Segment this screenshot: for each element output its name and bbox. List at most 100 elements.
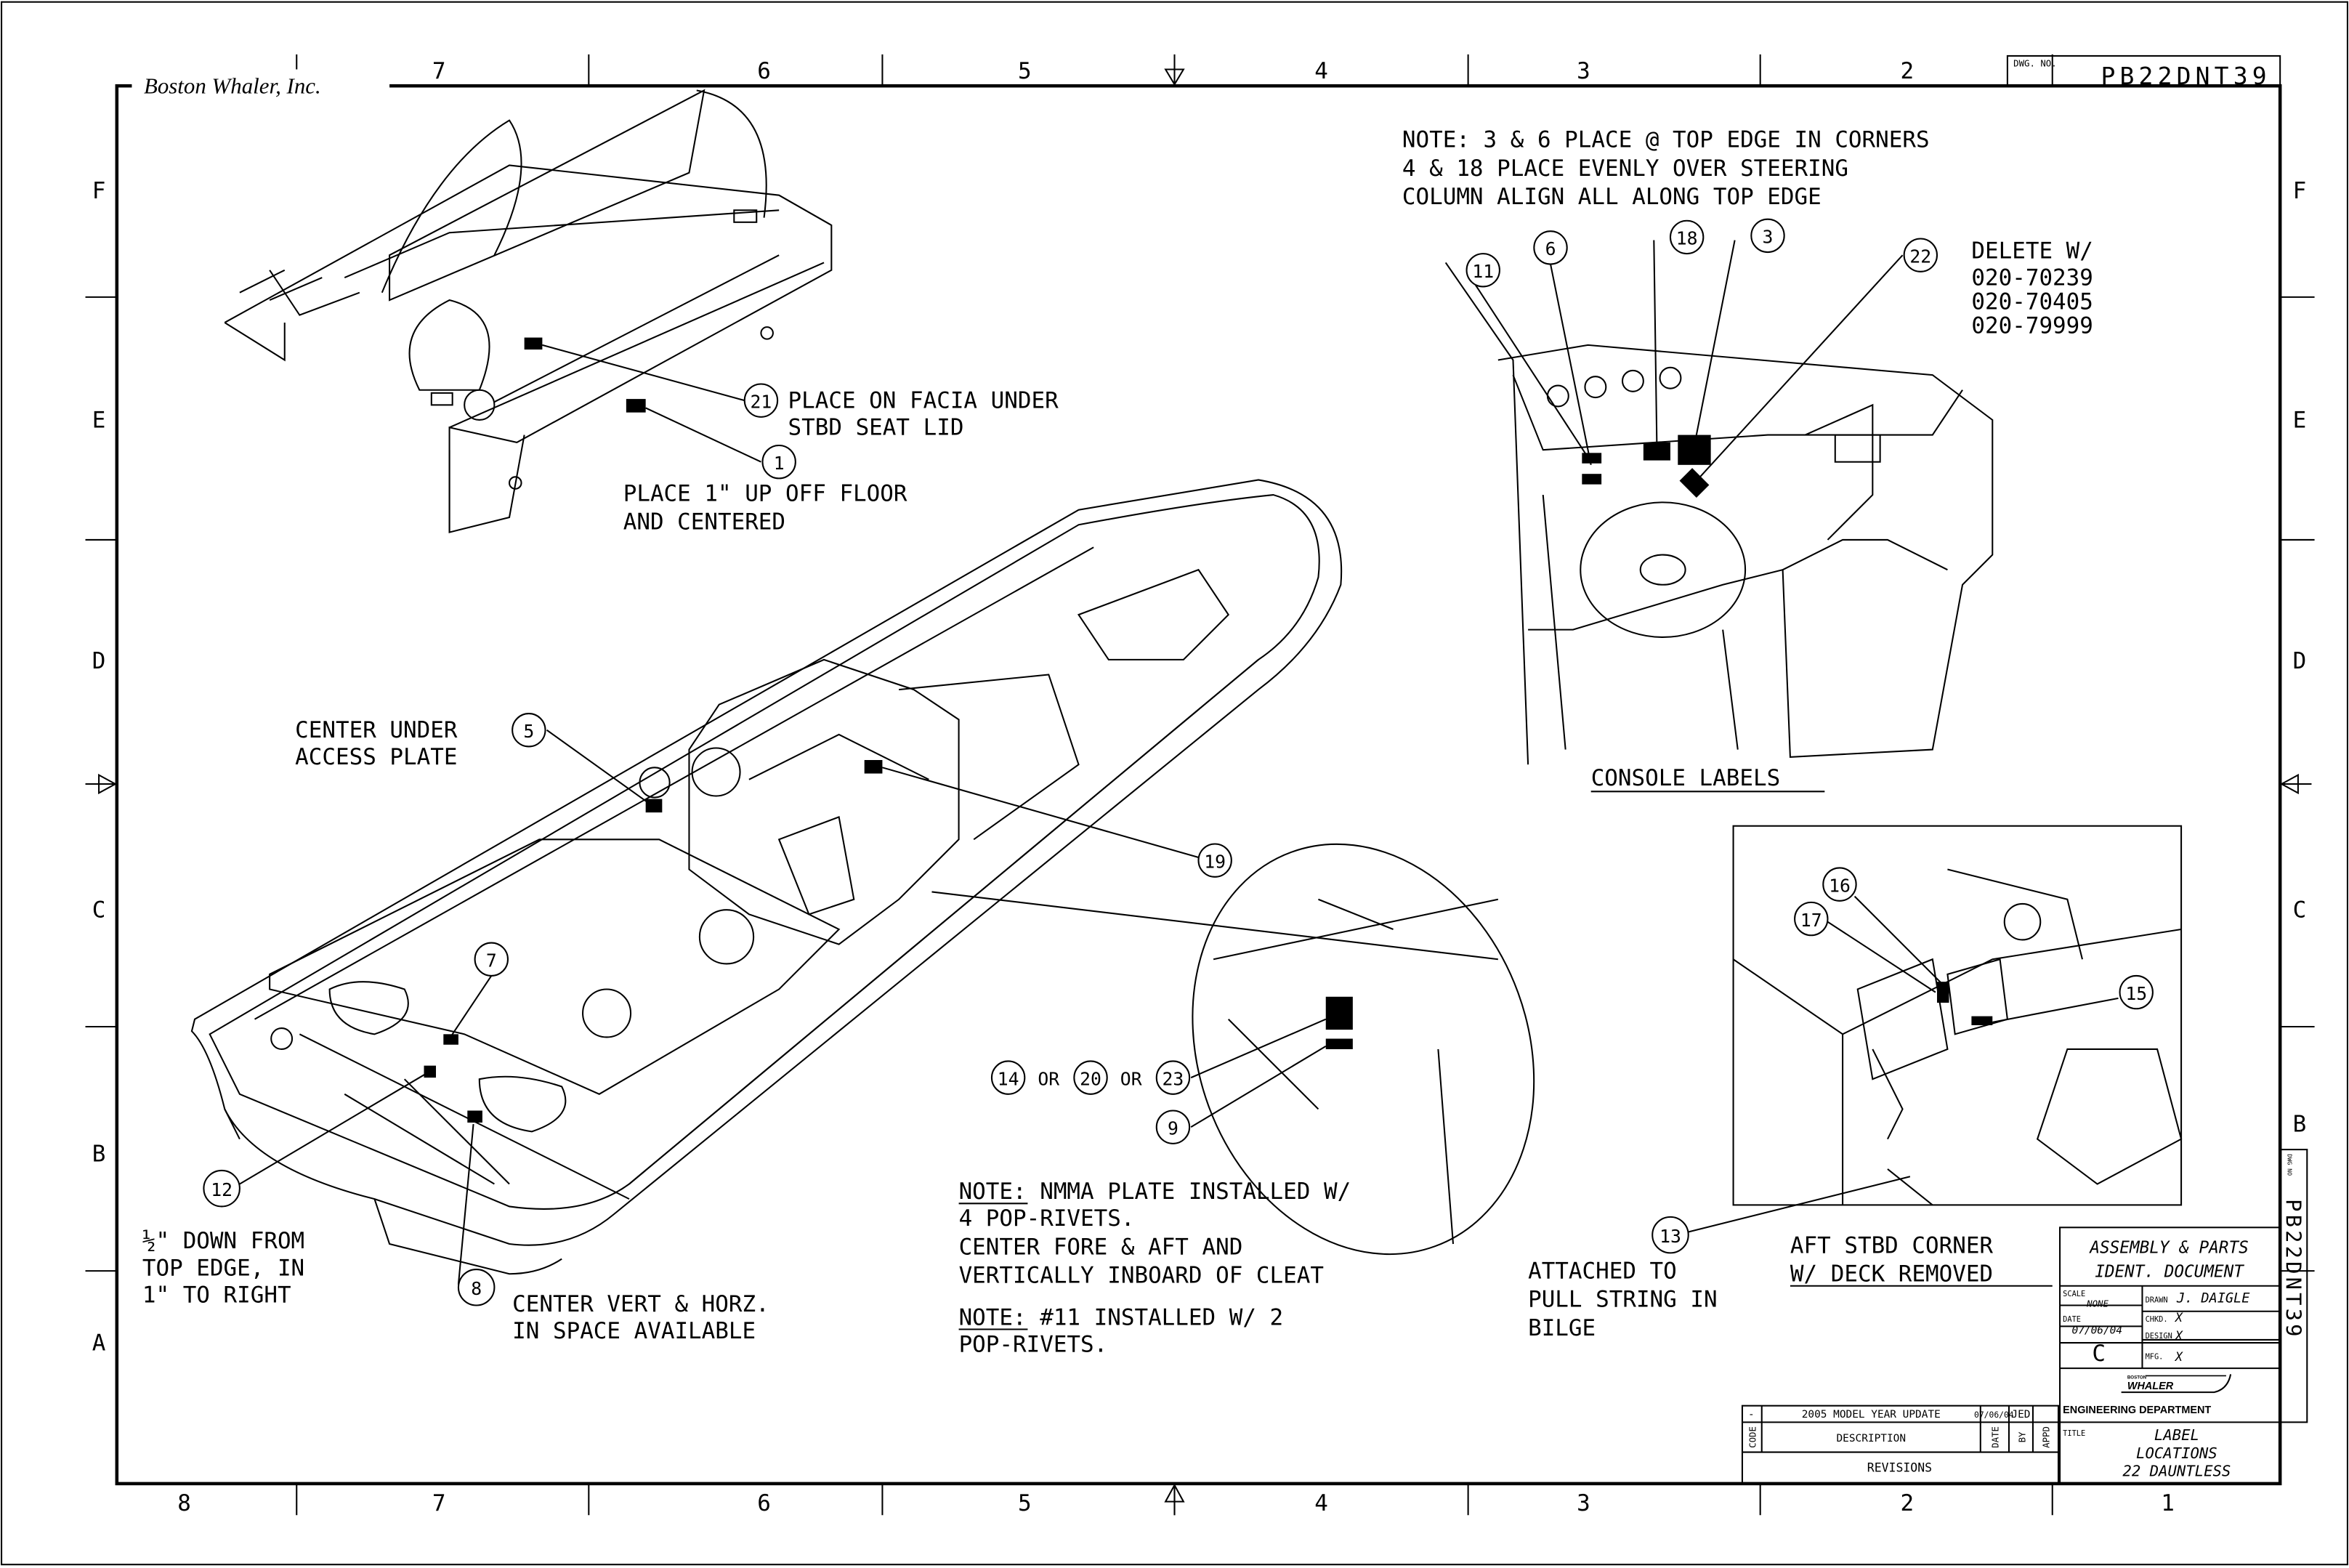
nmma-note-1: NOTE: NMMA PLATE INSTALLED W/ xyxy=(959,1179,1351,1205)
rev-header-date: DATE xyxy=(1991,1426,2001,1448)
center-arrows xyxy=(85,54,2312,1516)
half-note-3: 1" TO RIGHT xyxy=(142,1282,291,1308)
bilge-note-2: PULL STRING IN xyxy=(1528,1287,1718,1313)
revisions-label: REVISIONS xyxy=(1867,1460,1932,1474)
nmma-detail-drawing xyxy=(1213,898,1499,1245)
svg-text:BOSTON: BOSTON xyxy=(2127,1375,2147,1381)
callout-9: 11 xyxy=(1472,261,1494,282)
chkd-label: CHKD. xyxy=(2146,1315,2168,1324)
zone-bottom-3: 3 xyxy=(1577,1490,1590,1516)
callout-7: 7 xyxy=(486,950,497,971)
zone-right-D: D xyxy=(2293,648,2307,674)
console-detail-drawing xyxy=(1444,262,1994,765)
zone-left-B: B xyxy=(92,1141,106,1168)
boston-whaler-logo: BOSTON WHALER xyxy=(2121,1374,2232,1394)
svg-text:WHALER: WHALER xyxy=(2127,1381,2174,1392)
rev-header-by: BY xyxy=(2018,1431,2028,1442)
callout-18: 18 xyxy=(1676,228,1698,249)
console-note-2: 4 & 18 PLACE EVENLY OVER STEERING xyxy=(1402,155,1848,182)
zone-left-F: F xyxy=(92,178,106,204)
half-note-2: TOP EDGE, IN xyxy=(142,1255,304,1281)
scale-value: NONE xyxy=(2086,1299,2109,1309)
callout-1: 1 xyxy=(774,453,785,474)
title-line-3: 22 DAUNTLESS xyxy=(2122,1463,2231,1480)
drawn-by: J. DAIGLE xyxy=(2176,1290,2250,1306)
date-label: DATE xyxy=(2063,1315,2081,1324)
callout-17: 17 xyxy=(1800,910,1822,931)
dwg-number: PB22DNT39 xyxy=(2101,62,2271,90)
nmma-plate-mark xyxy=(1325,996,1353,1030)
side-dwg-number: PB22DNT39 xyxy=(2281,1199,2305,1340)
rev-by: JED xyxy=(2011,1409,2030,1421)
callout-15: 15 xyxy=(2125,983,2147,1004)
callout-19: 19 xyxy=(1204,851,1226,872)
zone-right-C: C xyxy=(2293,897,2307,924)
bilge-note-1: ATTACHED TO xyxy=(1528,1258,1677,1284)
aft-detail-box xyxy=(1732,825,2183,1206)
mfg-value: X xyxy=(2174,1350,2183,1364)
callout-14: 14 xyxy=(998,1068,1019,1089)
center-note-1: CENTER VERT & HORZ. xyxy=(512,1291,769,1317)
console-note-3: COLUMN ALIGN ALL ALONG TOP EDGE xyxy=(1402,184,1822,210)
bilge-note-3: BILGE xyxy=(1528,1315,1596,1341)
label-11-mark xyxy=(1325,1038,1353,1049)
doc-type-1: ASSEMBLY & PARTS xyxy=(2088,1238,2248,1257)
drawing-frame xyxy=(115,84,2282,1486)
console-note-1: NOTE: 3 & 6 PLACE @ TOP EDGE IN CORNERS xyxy=(1402,127,1930,153)
console-leaders xyxy=(1475,240,1904,481)
half-note-1: ½" DOWN FROM xyxy=(142,1228,304,1254)
zone-left-D: D xyxy=(92,648,106,674)
nmma-detail-circle xyxy=(1192,843,1535,1256)
title-line-2: LOCATIONS xyxy=(2136,1444,2217,1462)
console-label-marks xyxy=(1582,435,1711,498)
zone-top-4: 4 xyxy=(1314,58,1328,84)
zone-bottom-4: 4 xyxy=(1314,1490,1328,1516)
chkd-value: X xyxy=(2174,1311,2183,1325)
title-line-1: LABEL xyxy=(2154,1426,2199,1444)
delete-note-4: 020-79999 xyxy=(1971,312,2093,339)
label-16-mark xyxy=(1936,982,1949,1003)
zone-top-7: 7 xyxy=(432,58,446,84)
callout-23: 23 xyxy=(1163,1068,1184,1089)
callout-6: 6 xyxy=(1545,238,1556,259)
zone-top-2: 2 xyxy=(1900,58,1914,84)
dwg-no-label: DWG. NO. xyxy=(2013,58,2057,68)
callout-22: 22 xyxy=(1909,246,1931,267)
underlines xyxy=(958,791,2053,1330)
zone-bottom-8: 8 xyxy=(177,1490,191,1516)
scale-label: SCALE xyxy=(2063,1290,2085,1298)
label-15-mark xyxy=(1971,1016,1993,1025)
boat-label-marks xyxy=(424,760,883,1123)
callout-bubbles xyxy=(203,218,2154,1306)
access-note-1: CENTER UNDER xyxy=(295,717,458,743)
note11-1: NOTE: #11 INSTALLED W/ 2 xyxy=(959,1304,1284,1330)
revisions-table xyxy=(1741,1405,2060,1484)
design-label: DESIGN xyxy=(2146,1332,2172,1341)
title-block xyxy=(2059,1149,2308,1484)
mfg-label: MFG. xyxy=(2146,1353,2164,1362)
aft-title-1: AFT STBD CORNER xyxy=(1790,1232,1993,1258)
rev-header-description: DESCRIPTION xyxy=(1837,1433,1907,1444)
facia-note-2: STBD SEAT LID xyxy=(788,415,964,441)
dwg-number-box xyxy=(2006,54,2281,87)
zone-right-F: F xyxy=(2293,178,2307,204)
zone-left-E: E xyxy=(92,407,106,433)
side-dwg-label: DWG NO xyxy=(2286,1154,2293,1176)
access-note-2: ACCESS PLATE xyxy=(295,744,457,770)
zone-bottom-7: 7 xyxy=(432,1490,446,1516)
aft-detail-drawing xyxy=(1732,868,2183,1206)
callout-3: 3 xyxy=(1763,227,1774,248)
zone-left-A: A xyxy=(92,1330,106,1356)
callout-11: 9 xyxy=(1168,1118,1178,1139)
zone-left-C: C xyxy=(92,897,106,924)
zone-right-B: B xyxy=(2293,1111,2307,1137)
nmma-note-3: CENTER FORE & AFT AND xyxy=(959,1234,1243,1260)
title-label: TITLE xyxy=(2063,1429,2085,1438)
rev-description: 2005 MODEL YEAR UPDATE xyxy=(1802,1409,1941,1421)
leader-lines xyxy=(239,729,1498,1285)
rev-header-code: CODE xyxy=(1748,1426,1758,1448)
boat-drawing xyxy=(190,479,1343,1275)
console-labels-title: CONSOLE LABELS xyxy=(1591,765,1780,791)
callout-20: 20 xyxy=(1080,1068,1101,1089)
